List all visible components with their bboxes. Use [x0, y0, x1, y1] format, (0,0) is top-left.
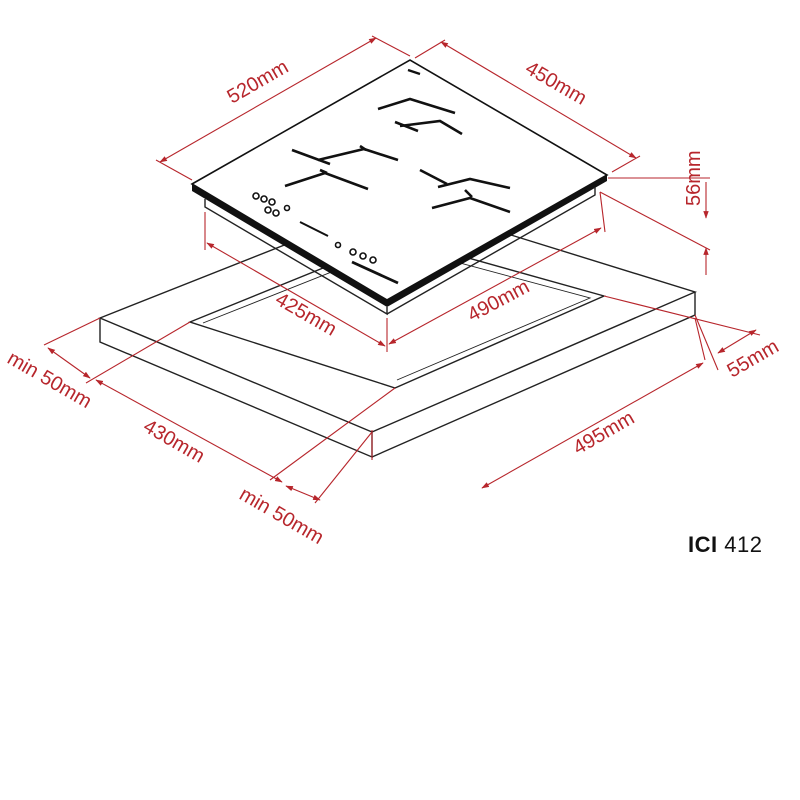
hob: [190, 59, 609, 316]
dimension-lines: [43, 35, 761, 504]
logo-mark: [407, 68, 421, 76]
label-height: 56mm: [683, 150, 705, 206]
model-name: ICI 412: [688, 532, 762, 558]
label-top-depth: 450mm: [522, 57, 591, 109]
model-number: 412: [724, 532, 763, 557]
label-side-clearance: min 50mm: [4, 347, 96, 413]
label-rear-clearance: 55mm: [724, 335, 783, 382]
model-prefix: ICI: [688, 532, 718, 557]
label-front-clearance: min 50mm: [236, 483, 328, 549]
label-top-width: 520mm: [224, 56, 293, 108]
label-cutout-depth: 490mm: [464, 276, 533, 327]
